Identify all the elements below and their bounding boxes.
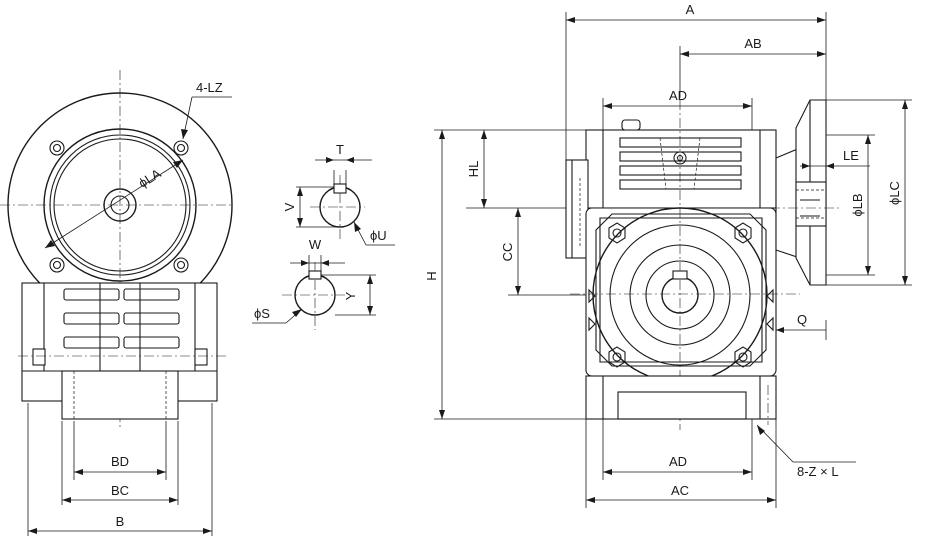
keyway-section-lower: [252, 255, 376, 330]
label-lc: ϕLC: [887, 181, 902, 205]
cooling-fins: [63, 283, 180, 371]
flange-end-view: [0, 70, 233, 536]
label-b: B: [116, 514, 125, 529]
label-ad-top: AD: [669, 88, 687, 103]
label-cc: CC: [500, 243, 515, 262]
label-a: A: [686, 2, 695, 17]
label-v: V: [282, 202, 297, 211]
base-block: [61, 370, 179, 420]
input-bore: [103, 188, 137, 222]
label-ad-bottom: AD: [669, 454, 687, 469]
breather-plug: [621, 119, 641, 131]
label-w: W: [309, 237, 322, 252]
dimension-labels: A AB AD AD AC HL CC H LE ϕLB ϕLC Q 8-Z ×…: [111, 2, 902, 529]
label-s: ϕS: [254, 306, 270, 321]
front-base: [585, 375, 777, 420]
label-q: Q: [797, 312, 807, 327]
label-ab: AB: [744, 36, 761, 51]
label-bc: BC: [111, 483, 129, 498]
flange-bolt-holes: [49, 140, 189, 273]
cover-bolts: [608, 222, 752, 368]
label-lz: 4-LZ: [196, 80, 223, 95]
label-y: Y: [343, 291, 358, 300]
label-u: ϕU: [370, 228, 387, 243]
label-le: LE: [843, 148, 859, 163]
label-hl: HL: [466, 161, 481, 178]
gearbox-front-view: [434, 12, 912, 508]
label-t: T: [336, 142, 344, 157]
label-lb: ϕLB: [850, 193, 865, 216]
upper-housing: [585, 129, 777, 209]
label-la: ϕLA: [136, 166, 164, 191]
label-bd: BD: [111, 454, 129, 469]
label-h: H: [424, 271, 439, 280]
motor-adapter-flange: [770, 99, 840, 286]
label-mount: 8-Z × L: [797, 464, 839, 479]
keyway-section-upper: [296, 157, 395, 246]
label-ac: AC: [671, 483, 689, 498]
